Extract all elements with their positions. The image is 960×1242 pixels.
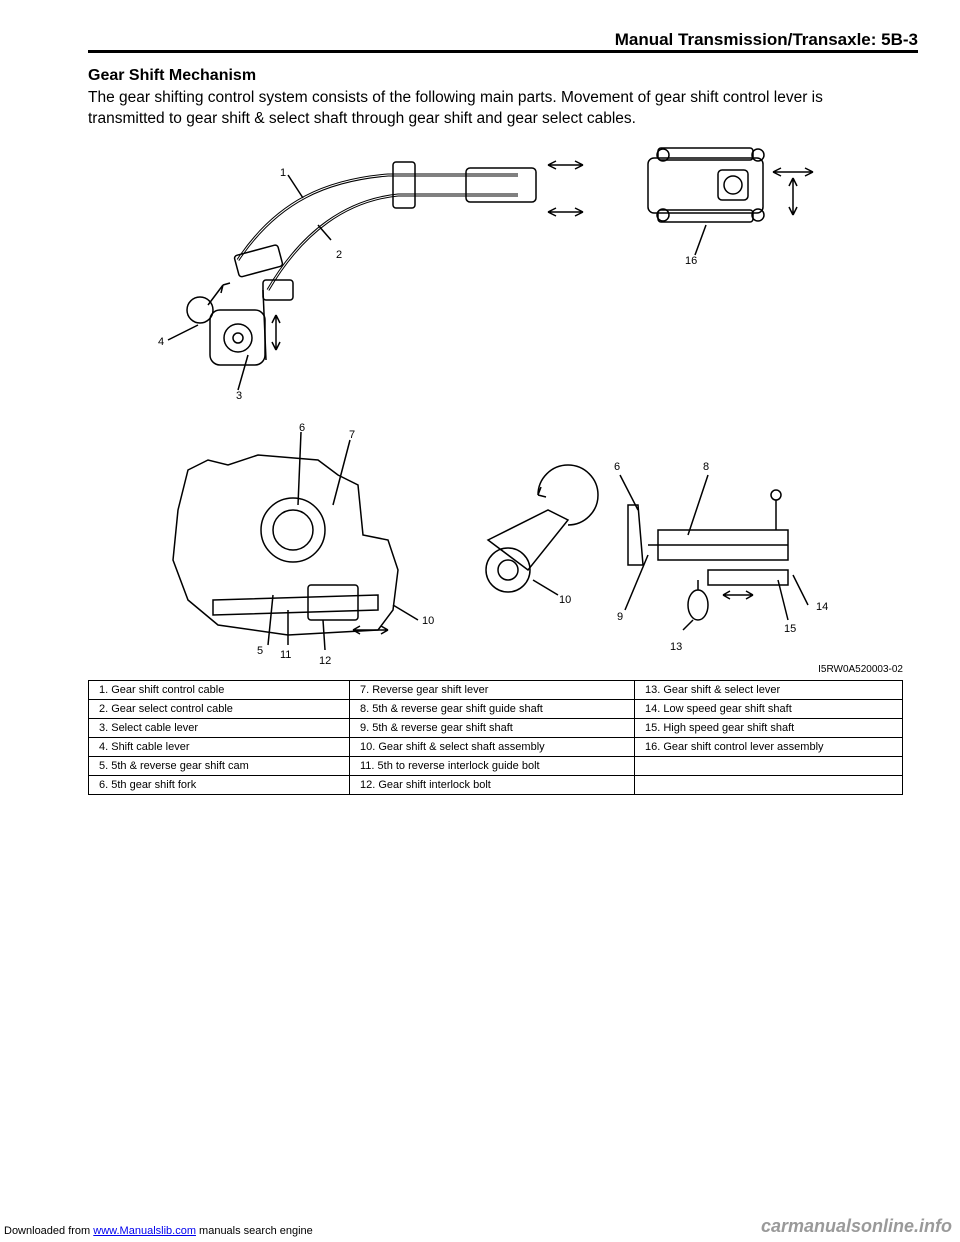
table-cell: 2. Gear select control cable	[88, 699, 350, 719]
callout-7: 7	[349, 429, 355, 441]
table-cell: 16. Gear shift control lever assembly	[634, 737, 903, 757]
table-row: 6. 5th gear shift fork 12. Gear shift in…	[88, 775, 903, 795]
table-row: 4. Shift cable lever 10. Gear shift & se…	[88, 737, 903, 757]
table-cell: 6. 5th gear shift fork	[88, 775, 350, 795]
callout-1: 1	[280, 167, 286, 179]
callout-3: 3	[236, 390, 242, 402]
table-row: 5. 5th & reverse gear shift cam 11. 5th …	[88, 756, 903, 776]
table-cell: 13. Gear shift & select lever	[634, 680, 903, 700]
footer-prefix: Downloaded from	[4, 1225, 94, 1237]
table-row: 1. Gear shift control cable 7. Reverse g…	[88, 680, 903, 700]
watermark-text: carmanualsonline.info	[760, 1216, 952, 1236]
table-cell	[634, 756, 903, 776]
callout-16: 16	[685, 255, 697, 267]
table-cell: 7. Reverse gear shift lever	[349, 680, 635, 700]
callout-8: 8	[703, 461, 709, 473]
page-header-title: Manual Transmission/Transaxle: 5B-3	[614, 30, 918, 49]
figure-code: I5RW0A520003-02	[818, 664, 903, 675]
table-cell: 5. 5th & reverse gear shift cam	[88, 756, 350, 776]
table-cell: 10. Gear shift & select shaft assembly	[349, 737, 635, 757]
table-cell: 1. Gear shift control cable	[88, 680, 350, 700]
callout-5: 5	[257, 645, 263, 657]
callout-4: 4	[158, 336, 164, 348]
table-cell: 3. Select cable lever	[88, 718, 350, 738]
gear-shift-illustration: 1 2 3 4 16 6 7 5 11 12 10 10 6 8 9 13 14…	[158, 147, 828, 665]
callout-15: 15	[784, 623, 796, 635]
table-row: 2. Gear select control cable 8. 5th & re…	[88, 699, 903, 719]
manualslib-link[interactable]: www.Manualslib.com	[93, 1225, 196, 1237]
callout-11: 11	[280, 649, 291, 661]
section-title: Gear Shift Mechanism	[88, 67, 257, 84]
section-intro: The gear shifting control system consist…	[88, 89, 823, 127]
header-rule	[88, 50, 918, 53]
table-row: 3. Select cable lever 9. 5th & reverse g…	[88, 718, 903, 738]
table-cell: 12. Gear shift interlock bolt	[349, 775, 635, 795]
callout-13: 13	[670, 641, 682, 653]
callout-10a: 10	[422, 615, 434, 627]
table-cell: 9. 5th & reverse gear shift shaft	[349, 718, 635, 738]
callout-10b: 10	[559, 594, 571, 606]
gear-shift-figure: 1 2 3 4 16 6 7 5 11 12 10 10 6 8 9 13 14…	[88, 140, 903, 680]
callout-6a: 6	[299, 422, 305, 434]
footer-suffix: manuals search engine	[195, 1225, 313, 1237]
table-cell: 15. High speed gear shift shaft	[634, 718, 903, 738]
table-cell: 14. Low speed gear shift shaft	[634, 699, 903, 719]
callout-2: 2	[336, 249, 342, 261]
callout-14: 14	[816, 601, 828, 613]
callout-12: 12	[319, 655, 331, 665]
table-cell: 11. 5th to reverse interlock guide bolt	[349, 756, 635, 776]
table-cell: 8. 5th & reverse gear shift guide shaft	[349, 699, 635, 719]
callout-6b: 6	[614, 461, 620, 473]
table-cell: 4. Shift cable lever	[88, 737, 350, 757]
download-footer: Downloaded from www.Manualslib.com manua…	[4, 1225, 313, 1237]
parts-legend-table: 1. Gear shift control cable 7. Reverse g…	[88, 680, 903, 795]
table-cell	[634, 775, 903, 795]
callout-9: 9	[617, 611, 623, 623]
